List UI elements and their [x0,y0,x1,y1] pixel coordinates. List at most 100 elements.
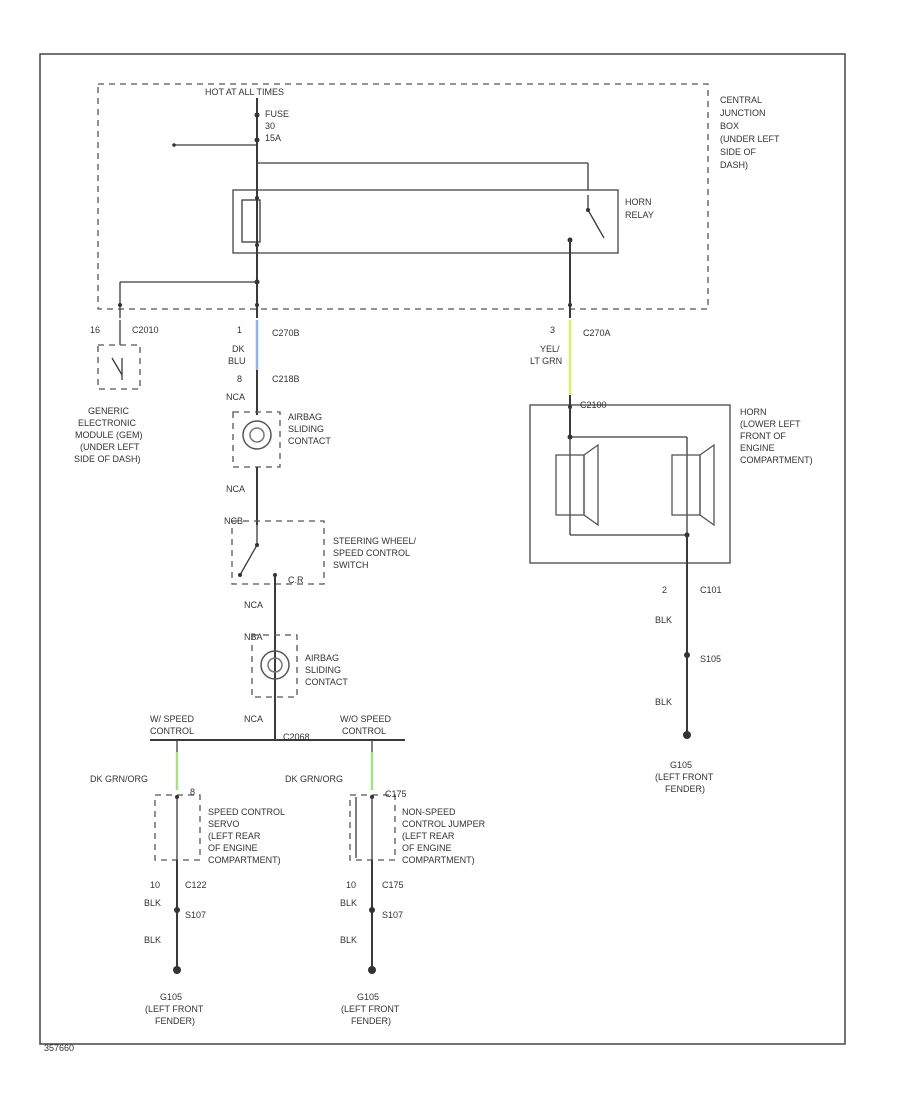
svg-text:W/O SPEED: W/O SPEED [340,714,392,724]
svg-text:HORN: HORN [740,407,767,417]
svg-text:NCA: NCA [244,600,263,610]
svg-text:SLIDING: SLIDING [288,424,324,434]
svg-text:NCA: NCA [244,714,263,724]
svg-text:COMPARTMENT): COMPARTMENT) [402,855,475,865]
svg-text:(LEFT FRONT: (LEFT FRONT [145,1004,204,1014]
svg-text:(LEFT REAR: (LEFT REAR [402,831,455,841]
svg-text:CONTACT: CONTACT [305,677,348,687]
svg-text:SPEED CONTROL: SPEED CONTROL [333,548,410,558]
svg-text:(LOWER LEFT: (LOWER LEFT [740,419,801,429]
svg-text:DK GRN/ORG: DK GRN/ORG [285,774,343,784]
airbag-sliding-contact-1: AIRBAG SLIDING CONTACT [232,411,331,468]
svg-text:COMPARTMENT): COMPARTMENT) [208,855,281,865]
svg-text:SIDE OF DASH): SIDE OF DASH) [74,454,141,464]
s105-label: S105 [700,654,721,664]
svg-text:SERVO: SERVO [208,819,239,829]
airbag-sliding-contact-2: AIRBAG SLIDING CONTACT [251,634,348,698]
svg-text:BLK: BLK [655,615,672,625]
svg-text:LT GRN: LT GRN [530,356,562,366]
svg-text:(LEFT FRONT: (LEFT FRONT [655,772,714,782]
svg-text:CONTROL: CONTROL [342,726,386,736]
svg-text:SIDE OF: SIDE OF [720,147,757,157]
svg-text:BOX: BOX [720,121,739,131]
gem-box [97,344,141,390]
horn-relay-label: HORN [625,197,652,207]
c101-label: C101 [700,585,722,595]
svg-text:CENTRAL: CENTRAL [720,95,762,105]
svg-text:BLU: BLU [228,356,246,366]
central-junction-box [97,83,709,310]
svg-text:10: 10 [150,880,160,890]
s107-left: S107 [185,910,206,920]
svg-text:G105: G105 [670,760,692,770]
svg-text:DASH): DASH) [720,160,748,170]
svg-text:DK: DK [232,344,245,354]
c2068-label: C2068 [283,732,310,742]
svg-text:OF ENGINE: OF ENGINE [402,843,452,853]
cjb-label: CENTRAL JUNCTION BOX (UNDER LEFT SIDE OF… [720,95,780,170]
svg-text:SWITCH: SWITCH [333,560,369,570]
s107-right: S107 [382,910,403,920]
svg-text:SLIDING: SLIDING [305,665,341,675]
horn-assembly: C2100 HORN (LOWER LEFT FRONT OF ENGINE C… [529,395,813,564]
svg-text:10: 10 [346,880,356,890]
svg-text:AIRBAG: AIRBAG [305,653,339,663]
svg-text:CONTACT: CONTACT [288,436,331,446]
svg-text:C2100: C2100 [580,400,607,410]
svg-text:2: 2 [662,585,667,595]
svg-text:RELAY: RELAY [625,210,654,220]
svg-text:NBA: NBA [244,632,263,642]
svg-text:YEL/: YEL/ [540,344,560,354]
c122-label: C122 [185,880,207,890]
svg-text:DK GRN/ORG: DK GRN/ORG [90,774,148,784]
ground-left-1-label: G105 (LEFT FRONT FENDER) [145,992,204,1026]
svg-text:ELECTRONIC: ELECTRONIC [78,418,137,428]
svg-text:BLK: BLK [340,935,357,945]
c2010-label: C2010 [132,325,159,335]
speed-control-servo: 8 SPEED CONTROL SERVO (LEFT REAR OF ENGI… [154,787,285,865]
outer-frame [39,53,846,1045]
svg-text:CONTROL JUMPER: CONTROL JUMPER [402,819,486,829]
svg-text:NCA: NCA [226,392,245,402]
non-speed-control-jumper: C175 NON-SPEED CONTROL JUMPER (LEFT REAR… [349,789,486,865]
fuse-label: FUSE [265,109,289,119]
svg-text:C.R: C.R [288,575,304,585]
svg-text:BLK: BLK [144,898,161,908]
svg-text:CONTROL: CONTROL [150,726,194,736]
svg-text:(UNDER LEFT: (UNDER LEFT [720,134,780,144]
svg-text:(LEFT REAR: (LEFT REAR [208,831,261,841]
footer-code: 357660 [44,1043,74,1053]
svg-text:STEERING WHEEL/: STEERING WHEEL/ [333,536,417,546]
c218b-label: C218B [272,374,300,384]
svg-text:FENDER): FENDER) [665,784,705,794]
svg-text:COMPARTMENT): COMPARTMENT) [740,455,813,465]
horn-relay: HORN RELAY [232,155,654,254]
svg-text:NON-SPEED: NON-SPEED [402,807,456,817]
c2010-pin: 16 [90,325,100,335]
svg-text:NCA: NCA [226,484,245,494]
svg-text:AIRBAG: AIRBAG [288,412,322,422]
svg-text:OF ENGINE: OF ENGINE [208,843,258,853]
svg-text:MODULE (GEM): MODULE (GEM) [75,430,143,440]
svg-text:(LEFT FRONT: (LEFT FRONT [341,1004,400,1014]
fuse-30: FUSE 30 15A [172,98,289,155]
svg-text:FENDER): FENDER) [155,1016,195,1026]
svg-text:1: 1 [237,325,242,335]
svg-text:GENERIC: GENERIC [88,406,130,416]
svg-text:W/ SPEED: W/ SPEED [150,714,195,724]
fuse-rating: 15A [265,133,281,143]
svg-text:JUNCTION: JUNCTION [720,108,766,118]
svg-text:G105: G105 [357,992,379,1002]
svg-text:FRONT OF: FRONT OF [740,431,786,441]
svg-text:G105: G105 [160,992,182,1002]
ground-left-2-label: G105 (LEFT FRONT FENDER) [341,992,400,1026]
c270b-label: C270B [272,328,300,338]
c270a-label: C270A [583,328,611,338]
svg-text:BLK: BLK [144,935,161,945]
fuse-number: 30 [265,121,275,131]
gem-label: GENERIC ELECTRONIC MODULE (GEM) (UNDER L… [74,406,143,464]
svg-text:ENGINE: ENGINE [740,443,775,453]
svg-text:(UNDER LEFT: (UNDER LEFT [80,442,140,452]
hot-label: HOT AT ALL TIMES [205,87,284,97]
